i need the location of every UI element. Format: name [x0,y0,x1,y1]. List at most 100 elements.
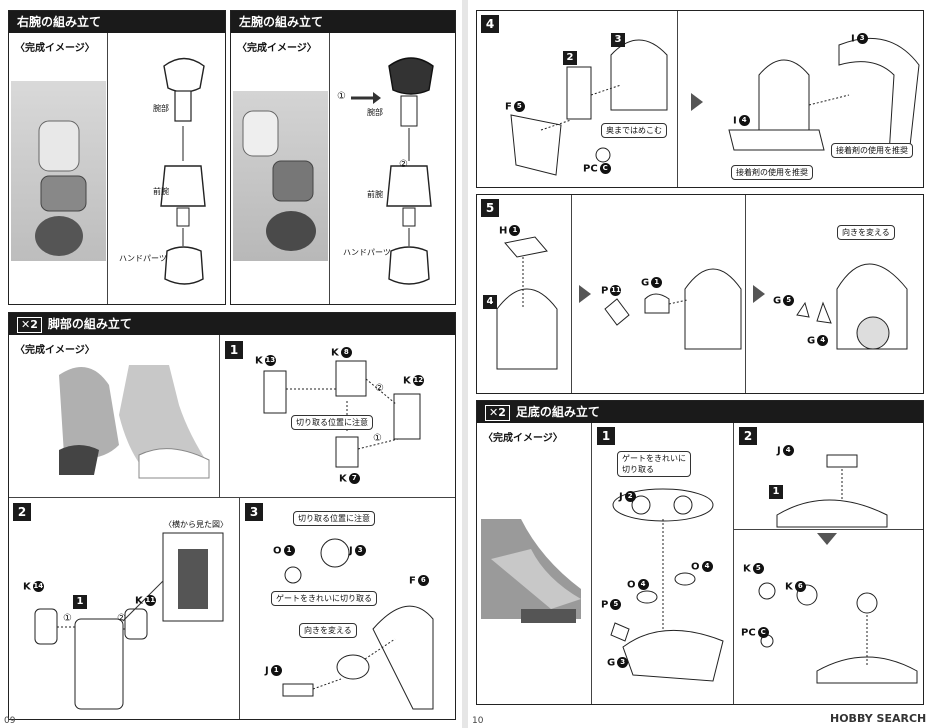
part-letter: K [743,563,751,575]
upper-arm-label: 腕部 [153,104,169,113]
step5-left-diagram [496,236,558,370]
adhesive-note-2: 接着剤の使用を推奨 [731,165,813,180]
left-arm-section: 左腕の組み立て 〈完成イメージ〉 ① ② 腕部 前腕 ハンドパーツ [230,10,456,305]
part-number: 5 [752,563,764,574]
step-mark-2: ② [117,613,126,624]
divider [733,529,923,530]
part-letter: J [349,545,353,557]
next-arrow [691,93,703,111]
side-view-label: 〈横から見た図〉 [164,520,228,529]
part-number: 4 [738,115,750,126]
fstep2-top-diagram [776,454,888,528]
page-number: 10 [472,716,484,726]
leg-step3-diagram [282,538,434,710]
leg-step2-diagram [34,532,224,710]
part-letter: J [619,491,623,503]
part-number: 11 [144,595,156,606]
step-mark-2: ② [399,159,408,170]
arm-photo [11,81,106,261]
divider [733,423,734,704]
part-letter: G [607,657,616,669]
part-letter: H [499,225,508,237]
divider [239,497,240,719]
part-number: 1 [270,665,282,676]
step5-right-diagram [796,263,908,350]
foot-photo [481,519,589,629]
part-letter: I [851,33,855,45]
step-number: 4 [481,15,499,33]
step-number: 2 [13,503,31,521]
part-number: C [757,627,769,638]
part-number: 4 [701,561,713,572]
part-letter: PC [583,163,598,175]
arm-photo-art [242,110,316,251]
part-number: 1 [509,225,521,236]
step-number: 1 [597,427,615,445]
part-letter: PC [741,627,756,639]
divider [9,497,455,498]
forearm-label: 前腕 [153,187,169,196]
part-number: 12 [412,375,424,386]
step4-right-diagram [728,37,920,156]
arm-assembly-diagram [160,57,206,285]
ref-step-1: 1 [769,485,783,499]
part-number: 5 [610,599,622,610]
leg-photo-art [59,365,210,479]
clean-gate-note: ゲートをきれいに切り取る [617,451,691,477]
step-mark-2: ② [375,383,384,394]
ref-step-1: 1 [73,595,87,609]
part-letter: I [733,115,737,127]
divider [677,11,678,187]
part-letter: P [601,285,609,297]
foot-photo-art [481,519,581,623]
arm-photo-art [35,120,87,256]
step5-mid-diagram [604,268,742,350]
push-in-note: 奥まではめこむ [601,123,667,138]
step-mark-1: ① [63,613,72,624]
divider [219,335,220,497]
ref-part-3: 3 [611,33,625,47]
forearm-label: 前腕 [367,190,383,199]
section-title: 足底の組み立て [515,405,600,419]
cut-position-note: 切り取る位置に注意 [291,415,373,430]
step-mark-1: ① [337,91,346,102]
leg-step1-diagram [263,360,421,468]
divider [571,195,572,393]
part-number: 1 [651,277,663,288]
multiplier-badge: ✕2 [17,317,42,333]
part-number: 5 [783,295,795,306]
change-direction-note: 向きを変える [299,623,357,638]
multiplier-badge: ✕2 [485,405,510,421]
step-number: 5 [481,199,499,217]
part-number: 14 [32,581,44,592]
divider [591,423,592,704]
cut-position-note: 切り取る位置に注意 [293,511,375,526]
hand-label: ハンドパーツ [343,248,391,257]
section-title: 左腕の組み立て [239,15,324,29]
part-number: 4 [782,445,794,456]
part-letter: G [773,295,782,307]
part-letter: K [339,473,347,485]
fstep2-bottom-diagram [758,582,918,684]
left-page: 右腕の組み立て 〈完成イメージ〉 腕部 前腕 ハンドパーツ 左腕の組み立て 〈完… [0,0,462,728]
section-header: 右腕の組み立て [9,11,225,33]
fstep1-diagram [610,488,724,682]
divider [745,195,746,393]
